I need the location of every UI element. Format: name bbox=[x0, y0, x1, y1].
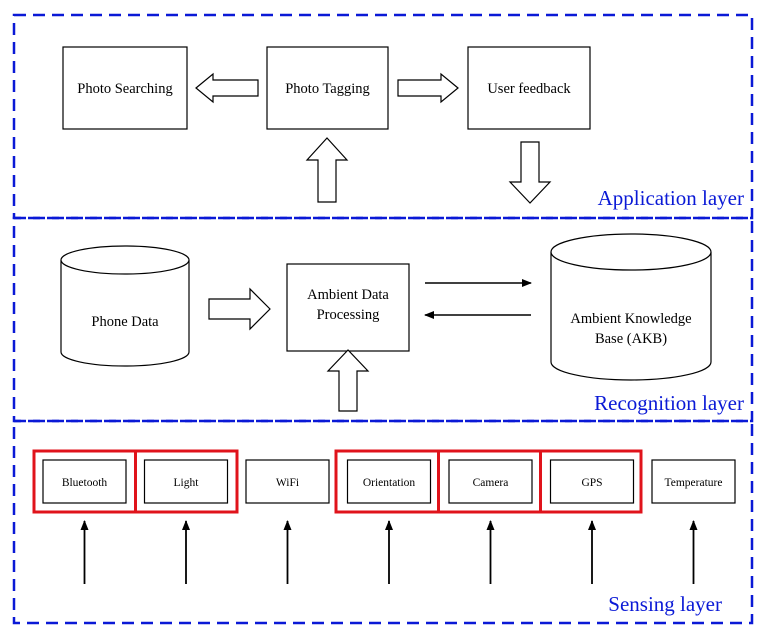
akb-label-line2: Base (AKB) bbox=[595, 331, 667, 347]
photo-tagging-box: Photo Tagging bbox=[266, 46, 389, 130]
phone-data-cylinder: Phone Data bbox=[60, 245, 190, 367]
sensor-box-bluetooth bbox=[42, 459, 127, 504]
ambient-knowledge-base-cylinder: Ambient Knowledge Base (AKB) bbox=[550, 233, 712, 381]
application-layer-frame bbox=[12, 13, 754, 220]
highlight-group-orientation-camera-gps bbox=[334, 449, 643, 514]
photo-tagging-label: Photo Tagging bbox=[285, 81, 370, 97]
recognition-layer-frame bbox=[12, 216, 754, 423]
user-feedback-box: User feedback bbox=[467, 46, 591, 130]
arrow-tagging-to-searching bbox=[195, 72, 259, 104]
application-layer-label: Application layer bbox=[598, 186, 744, 210]
sensor-group: Bluetooth Light WiFi Orientation Camera GPS Te… bbox=[42, 459, 736, 584]
arrow-phone-to-processing bbox=[208, 287, 271, 331]
sensor-label-camera: Camera bbox=[473, 477, 509, 489]
sensor-label-gps: GPS bbox=[581, 477, 602, 489]
processing-label-line1: Ambient Data bbox=[307, 287, 389, 303]
photo-searching-box: Photo Searching bbox=[62, 46, 188, 130]
sensor-box-wifi bbox=[245, 459, 330, 504]
arrow-feedback-down bbox=[508, 141, 552, 204]
sensor-label-orientation: Orientation bbox=[363, 477, 416, 489]
sensor-label-wifi: WiFi bbox=[276, 477, 299, 489]
sensor-label-light: Light bbox=[174, 477, 200, 489]
arrow-up-to-tagging bbox=[305, 137, 349, 203]
user-feedback-label: User feedback bbox=[487, 81, 571, 97]
sensor-box-orientation bbox=[346, 459, 432, 504]
ambient-data-processing-box: Ambient Data Processing bbox=[286, 263, 410, 352]
processing-label-line2: Processing bbox=[317, 307, 380, 323]
recognition-layer-label: Recognition layer bbox=[594, 391, 744, 415]
sensor-label-bluetooth: Bluetooth bbox=[62, 477, 108, 489]
arrow-tagging-to-feedback bbox=[397, 72, 459, 104]
sensor-box-camera bbox=[448, 459, 533, 504]
sensor-label-temperature: Temperature bbox=[665, 477, 723, 489]
arrow-up-to-processing bbox=[326, 349, 370, 412]
photo-searching-label: Photo Searching bbox=[77, 81, 172, 97]
sensing-layer-label: Sensing layer bbox=[608, 592, 722, 616]
sensor-box-light bbox=[143, 459, 229, 504]
sensing-layer-frame bbox=[12, 419, 754, 625]
phone-data-label: Phone Data bbox=[91, 314, 159, 330]
akb-label-line1: Ambient Knowledge bbox=[570, 311, 691, 327]
sensor-box-gps bbox=[549, 459, 635, 504]
sensor-box-temperature bbox=[651, 459, 736, 504]
